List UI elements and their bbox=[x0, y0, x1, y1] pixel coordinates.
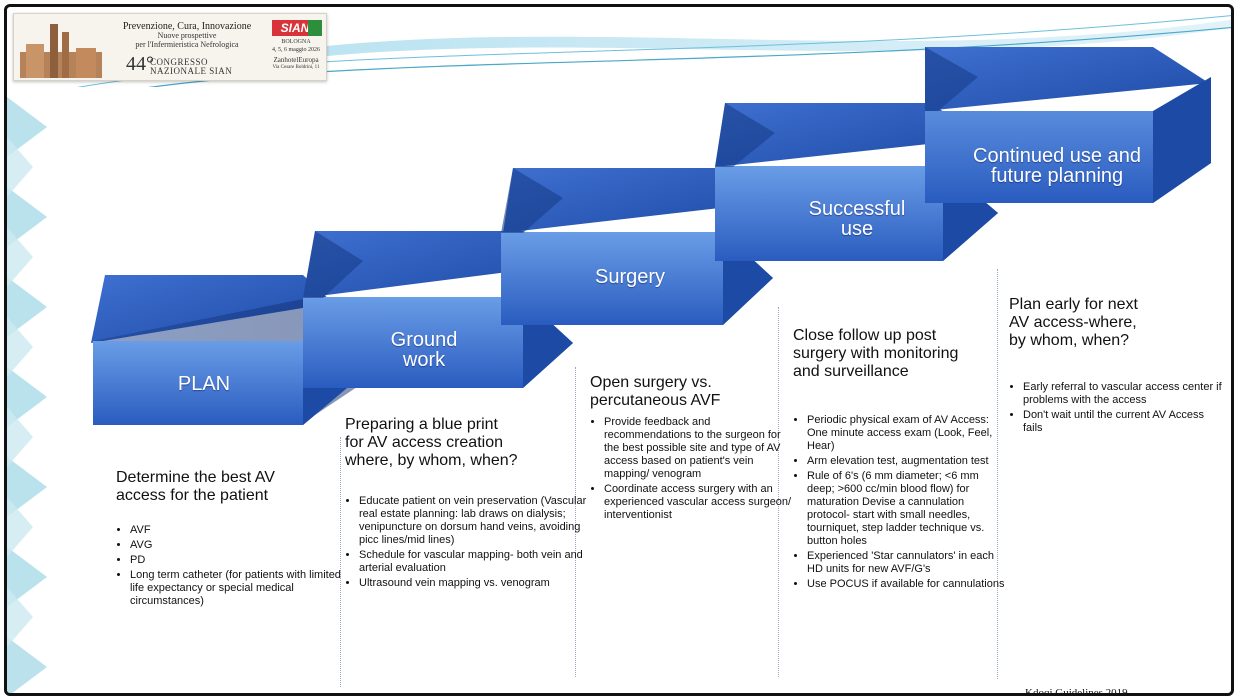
step-label-ground-line1: Ground bbox=[390, 329, 458, 351]
step-block-continued bbox=[925, 47, 1211, 203]
list-item: Don't wait until the current AV Access f… bbox=[1023, 409, 1223, 435]
heading-line: Close follow up post bbox=[793, 327, 937, 344]
step-label-surgery: Surgery bbox=[594, 266, 666, 288]
slide-frame: Prevenzione, Cura, Innovazione Nuove pro… bbox=[4, 4, 1234, 696]
heading-line: where, by whom, when? bbox=[345, 452, 518, 469]
step-label-ground-line2: work bbox=[402, 349, 446, 371]
heading-line: Determine the best AV bbox=[116, 469, 275, 486]
staircase-diagram bbox=[91, 47, 1211, 425]
step-label-success: Successful use bbox=[767, 199, 947, 239]
list-item: Use POCUS if available for cannulations bbox=[807, 578, 1007, 591]
heading-line: for AV access creation bbox=[345, 434, 503, 451]
step-label-continued: Continued use and future planning bbox=[947, 146, 1167, 186]
column-divider bbox=[575, 367, 576, 677]
step-label-success-line1: Successful bbox=[808, 198, 906, 220]
list-item: Experienced 'Star cannulators' in each H… bbox=[807, 550, 1007, 576]
heading-line: access for the patient bbox=[116, 487, 269, 504]
list-item: AVF bbox=[130, 524, 344, 537]
column-heading-continued: Plan early for next AV access-where, by … bbox=[1009, 296, 1209, 350]
step-label-success-line2: use bbox=[840, 218, 874, 240]
banner-subtitle-1: Nuove prospettive bbox=[157, 31, 217, 40]
congress-dates: 4, 5, 6 maggio 2026 bbox=[272, 47, 320, 53]
step-block-ground bbox=[303, 231, 573, 388]
list-item: Early referral to vascular access center… bbox=[1023, 381, 1223, 407]
column-list-surgery: Provide feedback and recommendations to … bbox=[590, 416, 794, 524]
heading-line: Preparing a blue print bbox=[345, 416, 498, 433]
list-item: PD bbox=[130, 554, 344, 567]
column-heading-plan: Determine the best AV access for the pat… bbox=[116, 469, 346, 505]
heading-line: Open surgery vs. bbox=[590, 374, 712, 391]
column-list-success: Periodic physical exam of AV Access: One… bbox=[793, 414, 1007, 593]
sian-logo-mark bbox=[308, 20, 322, 36]
list-item: AVG bbox=[130, 539, 344, 552]
congress-label-2: NAZIONALE SIAN bbox=[150, 66, 233, 76]
banner-subtitle-2: per l'Infermieristica Nefrologica bbox=[135, 40, 239, 49]
list-item: Ultrasound vein mapping vs. venogram bbox=[359, 577, 589, 590]
heading-line: and surveillance bbox=[793, 363, 909, 380]
step-label-plan: PLAN bbox=[177, 373, 231, 395]
list-item: Long term catheter (for patients with li… bbox=[130, 569, 344, 608]
left-decoration bbox=[7, 97, 47, 693]
banner-title: Prevenzione, Cura, Innovazione bbox=[122, 21, 252, 32]
column-heading-surgery: Open surgery vs. percutaneous AVF bbox=[590, 374, 780, 410]
bologna-towers-image bbox=[20, 24, 102, 78]
congress-city: BOLOGNA bbox=[281, 39, 311, 45]
step-label-continued-line2: future planning bbox=[990, 165, 1124, 187]
congress-number: 44° bbox=[126, 53, 154, 75]
column-list-continued: Early referral to vascular access center… bbox=[1009, 381, 1223, 437]
column-divider bbox=[997, 269, 998, 679]
list-item: Schedule for vascular mapping- both vein… bbox=[359, 549, 589, 575]
source-footer: Kdoqi Guidelines 2019 bbox=[1025, 687, 1128, 696]
heading-line: Plan early for next bbox=[1009, 296, 1138, 313]
heading-line: AV access-where, bbox=[1009, 314, 1137, 331]
list-item: Periodic physical exam of AV Access: One… bbox=[807, 414, 1007, 453]
column-divider bbox=[340, 437, 341, 687]
heading-line: percutaneous AVF bbox=[590, 392, 721, 409]
list-item: Arm elevation test, augmentation test bbox=[807, 455, 1007, 468]
congress-address: Via Cesare Boldrini, 11 bbox=[272, 65, 320, 70]
congress-banner: Prevenzione, Cura, Innovazione Nuove pro… bbox=[13, 13, 327, 81]
column-list-plan: AVF AVG PD Long term catheter (for patie… bbox=[116, 524, 344, 610]
sian-logo: SIAN bbox=[272, 20, 318, 36]
list-item: Provide feedback and recommendations to … bbox=[604, 416, 794, 481]
heading-line: by whom, when? bbox=[1009, 332, 1130, 349]
congress-label-1: CONGRESSO bbox=[150, 57, 209, 67]
column-heading-ground: Preparing a blue print for AV access cre… bbox=[345, 416, 575, 470]
list-item: Educate patient on vein preservation (Va… bbox=[359, 495, 589, 547]
list-item: Rule of 6's (6 mm diameter; <6 mm deep; … bbox=[807, 470, 1007, 548]
step-block-plan bbox=[91, 275, 363, 425]
step-label-ground: Ground work bbox=[349, 330, 499, 370]
step-label-continued-line1: Continued use and bbox=[973, 145, 1141, 167]
column-heading-success: Close follow up post surgery with monito… bbox=[793, 327, 993, 381]
heading-line: surgery with monitoring bbox=[793, 345, 959, 362]
column-list-ground: Educate patient on vein preservation (Va… bbox=[345, 495, 589, 592]
congress-venue: ZanhotelEuropa bbox=[273, 56, 319, 64]
column-divider bbox=[778, 307, 779, 677]
list-item: Coordinate access surgery with an experi… bbox=[604, 483, 794, 522]
